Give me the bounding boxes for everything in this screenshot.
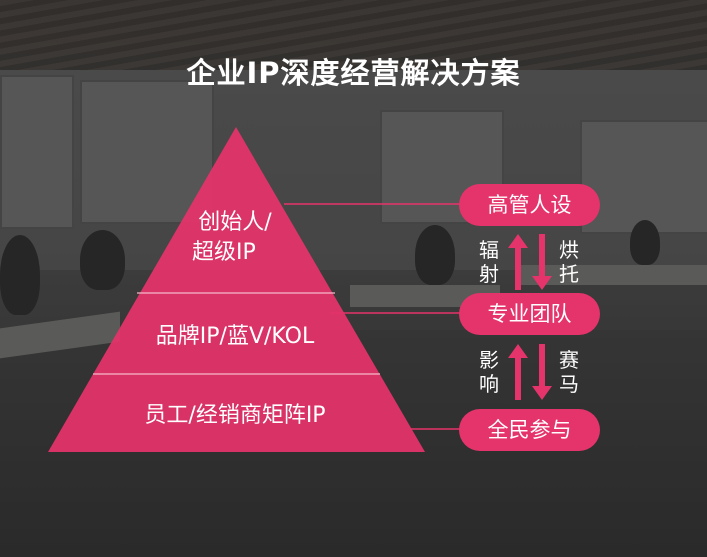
level-pill-professional-team: 专业团队 <box>459 293 600 335</box>
arrow-up-icon <box>508 344 528 400</box>
label-influence: 影 响 <box>479 348 499 396</box>
arrow-up-icon <box>508 234 528 290</box>
page-title: 企业IP深度经营解决方案 <box>186 56 521 90</box>
level-pill-executives: 高管人设 <box>459 184 600 226</box>
pyramid-shape <box>48 127 425 452</box>
tier-top-label: 创始人/ 超级IP <box>170 208 300 268</box>
arrow-down-icon <box>532 234 552 290</box>
tier-top-line1: 创始人/ <box>198 210 272 235</box>
tier-top-line2: 超级IP <box>192 240 256 265</box>
label-support: 烘 托 <box>559 238 579 286</box>
label-race: 赛 马 <box>559 348 579 396</box>
arrow-down-icon <box>532 344 552 400</box>
label-radiate: 辐 射 <box>479 238 499 286</box>
tier-bottom-label: 员工/经销商矩阵IP <box>144 403 326 428</box>
tier-middle-label: 品牌IP/蓝V/KOL <box>155 324 315 349</box>
level-pill-all-staff: 全民参与 <box>459 409 600 451</box>
